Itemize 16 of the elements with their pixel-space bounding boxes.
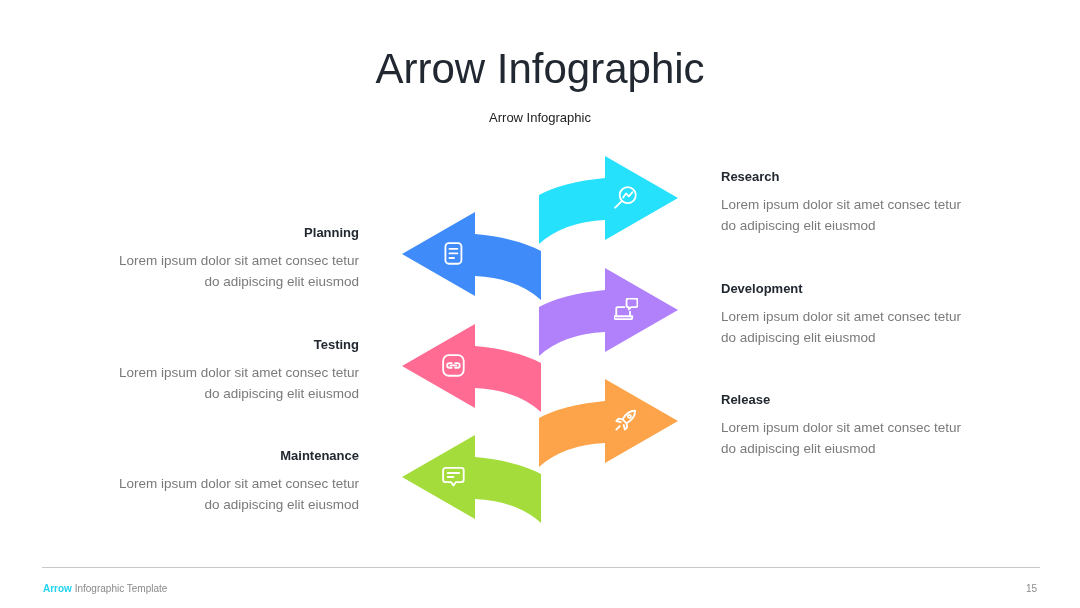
slide-title: Arrow Infographic (375, 44, 705, 94)
step-heading: Maintenance (280, 448, 359, 464)
footer-text: Arrow Infographic Template (43, 583, 168, 595)
step-heading: Release (721, 392, 771, 408)
step-heading: Testing (313, 336, 359, 353)
step-description: Lorem ipsum dolor sit amet consec tetur do adipiscing elit eiusmod (721, 307, 963, 347)
step-description: Lorem ipsum dolor sit amet consec tetur do adipiscing elit eiusmod (721, 419, 963, 458)
step-description: Lorem ipsum dolor sit amet consec tetur do adipiscing elit eiusmod (117, 475, 359, 514)
step-description: Lorem ipsum dolor sit amet consec tetur do adipiscing elit eiusmod (721, 196, 963, 235)
step-description: Lorem ipsum dolor sit amet consec tetur do adipiscing elit eiusmod (117, 252, 359, 291)
step-heading: Planning (304, 225, 359, 241)
step-heading: Development (721, 280, 803, 297)
step-heading: Research (721, 169, 780, 185)
page-number: 15 (1025, 583, 1037, 595)
step-description: Lorem ipsum dolor sit amet consec tetur do adipiscing elit eiusmod (117, 363, 359, 403)
slide-subtitle: Arrow Infographic (489, 109, 591, 126)
